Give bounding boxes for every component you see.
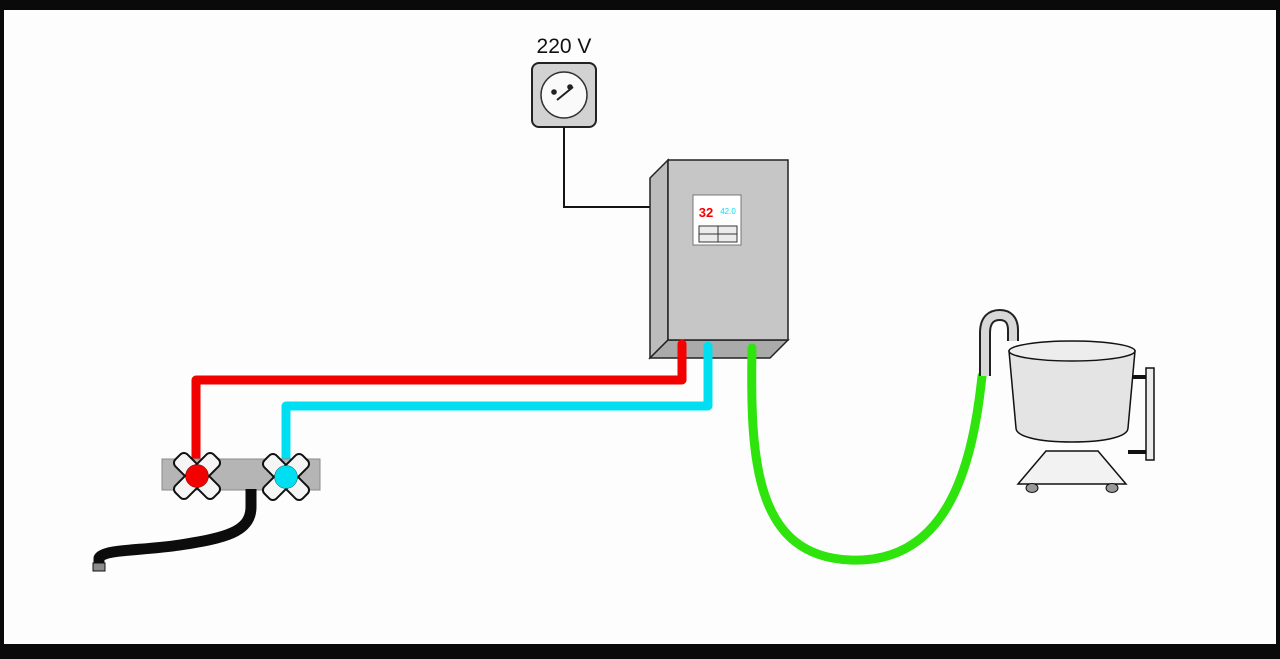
hook-pipe: [979, 308, 1019, 376]
spout-tip: [92, 562, 106, 572]
frame-bottom: [0, 644, 1280, 659]
heater-display[interactable]: 32 42.0: [692, 194, 742, 246]
display-buttons[interactable]: [698, 225, 738, 243]
cold-valve-center[interactable]: [274, 465, 298, 489]
voltage-label: 220 V: [537, 35, 592, 58]
hot-water-pipe: [191, 339, 687, 471]
display-temp-current: 42.0: [720, 207, 736, 216]
tank-body: [1008, 350, 1136, 443]
drain-hose: [747, 343, 987, 565]
water-heater: 32 42.0: [648, 158, 790, 360]
stand-body: [1016, 450, 1128, 485]
tank-handle: [1128, 367, 1155, 461]
stand-wheel-right: [1105, 483, 1119, 493]
faucet-spout: [93, 489, 257, 566]
stand-wheel-left: [1025, 483, 1039, 493]
faucet-manifold: [92, 451, 321, 572]
frame-right: [1276, 0, 1280, 659]
outlet-pin-hole-left: [551, 89, 557, 95]
heater-side-face: [649, 158, 669, 360]
cold-water-pipe: [281, 341, 713, 477]
outlet-ground-clip: [556, 86, 574, 101]
cold-valve[interactable]: [261, 452, 311, 502]
frame-left: [0, 0, 4, 659]
heater-bottom-face: [648, 339, 790, 359]
display-temp-set: 32: [699, 205, 713, 220]
power-outlet: [531, 62, 597, 128]
tank-stand: [1016, 450, 1128, 493]
frame-top: [0, 0, 1280, 10]
hot-valve-center[interactable]: [185, 464, 209, 488]
handle-bar: [1145, 367, 1155, 461]
collection-tank: [979, 308, 1155, 493]
heater-front-face: [667, 159, 789, 341]
hook-pipe-body: [981, 310, 1017, 376]
power-cord-line: [563, 127, 655, 208]
hot-valve[interactable]: [172, 451, 222, 501]
tank-rim: [1008, 340, 1136, 362]
